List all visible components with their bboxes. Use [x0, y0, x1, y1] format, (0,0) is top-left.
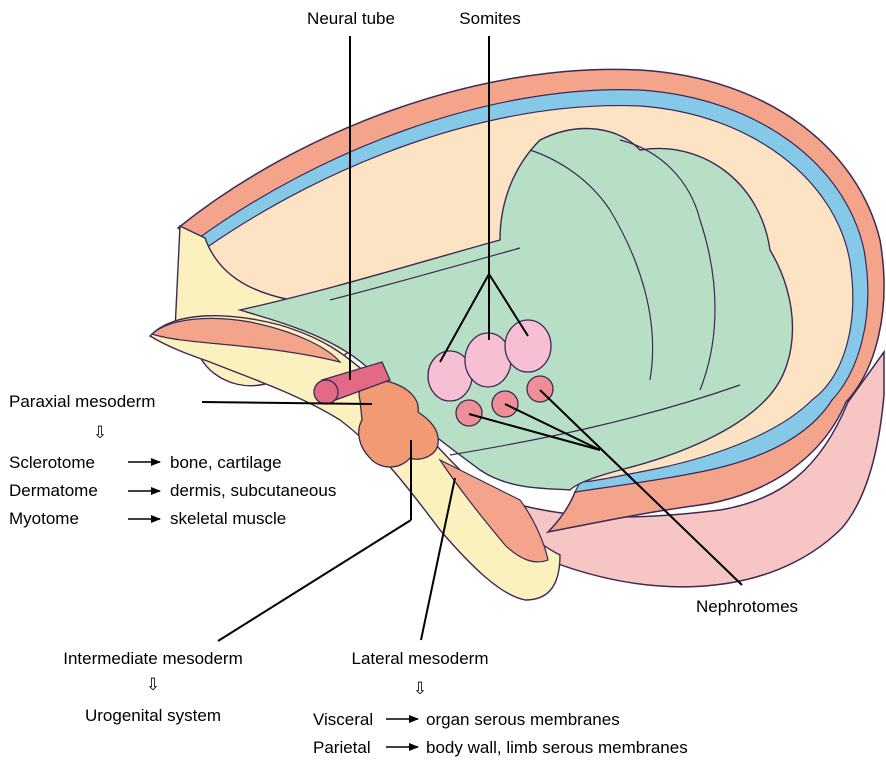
intermediate-result: Urogenital system — [85, 706, 221, 725]
neural-tube-end — [314, 380, 338, 404]
nephrotomes-label: Nephrotomes — [696, 597, 798, 616]
paraxial-down-arrow: ⇩ — [93, 423, 107, 442]
myotome-result: skeletal muscle — [170, 509, 286, 528]
sclerotome-result: bone, cartilage — [170, 453, 282, 472]
neural-tube-label: Neural tube — [307, 9, 395, 28]
nephrotome-1 — [456, 400, 482, 426]
somite-2 — [465, 333, 511, 387]
lateral-mesoderm-label: Lateral mesoderm — [351, 649, 488, 668]
visceral-term: Visceral — [313, 710, 373, 729]
dermatome-result: dermis, subcutaneous — [170, 481, 336, 500]
visceral-result: organ serous membranes — [426, 710, 620, 729]
dermatome-term: Dermatome — [9, 481, 98, 500]
intermediate-leader-d — [218, 520, 411, 641]
parietal-result: body wall, limb serous membranes — [426, 738, 688, 757]
somites-label: Somites — [459, 9, 520, 28]
parietal-term: Parietal — [313, 738, 371, 757]
lateral-down-arrow: ⇩ — [413, 679, 427, 698]
sclerotome-term: Sclerotome — [9, 453, 95, 472]
paraxial-mesoderm-label: Paraxial mesoderm — [9, 392, 155, 411]
somite-3 — [505, 320, 551, 372]
intermediate-mesoderm-label: Intermediate mesoderm — [63, 649, 243, 668]
intermediate-down-arrow: ⇩ — [146, 675, 160, 694]
myotome-term: Myotome — [9, 509, 79, 528]
